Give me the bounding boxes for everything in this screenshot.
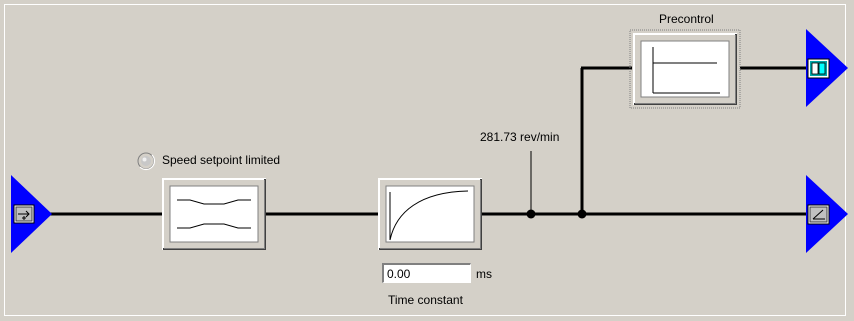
time-constant-unit: ms xyxy=(476,267,492,281)
time-constant-input[interactable] xyxy=(382,263,471,283)
precontrol-label: Precontrol xyxy=(659,12,714,26)
input-connector-icon[interactable] xyxy=(11,175,52,253)
panel-frame xyxy=(4,4,846,316)
speed-readout: 281.73 rev/min xyxy=(480,130,560,144)
precontrol-block-icon[interactable] xyxy=(629,29,741,109)
signal-lines xyxy=(46,66,812,216)
speed-setpoint-limited-label: Speed setpoint limited xyxy=(162,153,281,167)
branch-junction xyxy=(577,209,587,219)
speed-limited-indicator xyxy=(137,152,156,171)
time-constant-label: Time constant xyxy=(388,293,463,307)
limiter-block-icon[interactable] xyxy=(162,178,266,250)
probe-junction[interactable] xyxy=(526,209,536,219)
setpoint-output-icon[interactable] xyxy=(806,175,848,253)
ramp-filter-icon[interactable] xyxy=(378,178,482,250)
precontrol-output-icon[interactable] xyxy=(806,29,848,107)
